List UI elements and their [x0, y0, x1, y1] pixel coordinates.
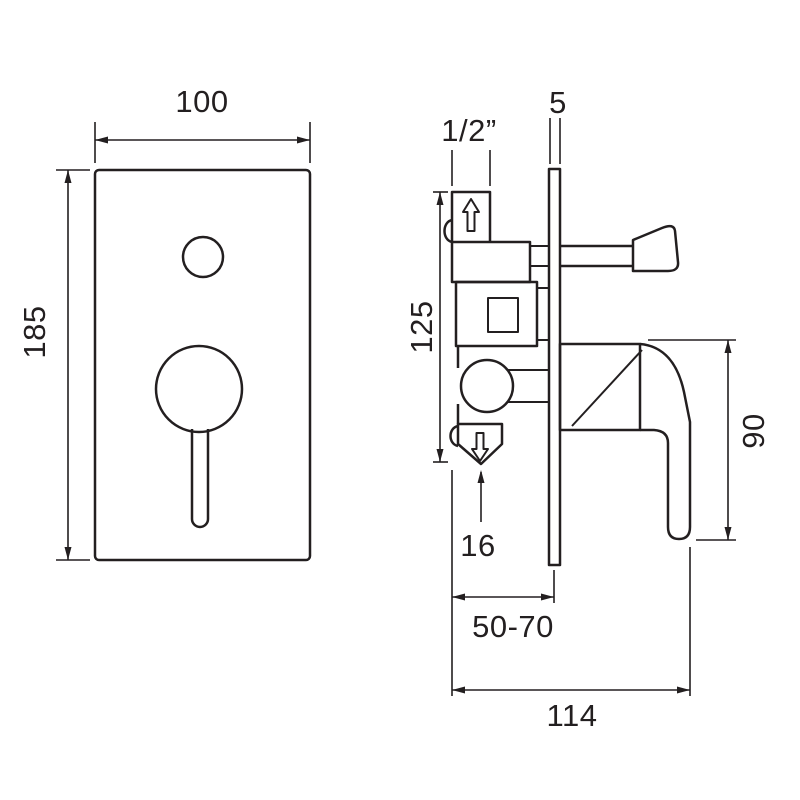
dim-outlet-offset: 16	[460, 470, 495, 563]
mount-clip	[443, 218, 453, 244]
dim-body-height-label: 125	[404, 300, 439, 353]
dim-width: 100	[94, 84, 311, 163]
diverter-knob	[560, 224, 680, 273]
dim-handle-length-label: 90	[736, 413, 771, 448]
handle-hub	[558, 342, 642, 432]
dim-recess-depth-label: 50-70	[472, 609, 554, 644]
dim-total-depth-label: 114	[547, 698, 598, 733]
dim-outlet-offset-label: 16	[460, 528, 495, 563]
faceplate-edge	[547, 167, 562, 567]
bottom-outlet	[456, 422, 504, 466]
handle-lever	[190, 429, 210, 529]
flow-down-arrow-icon	[471, 432, 489, 462]
arrowhead-icon	[452, 593, 465, 601]
dim-thread: 1/2”	[441, 113, 496, 186]
upper-block	[450, 240, 532, 284]
hub-detail-line	[571, 349, 643, 427]
arrowhead-icon	[95, 136, 108, 144]
arrowhead-icon	[436, 449, 444, 462]
arrowhead-icon	[297, 136, 310, 144]
arrowhead-icon	[677, 686, 690, 694]
dim-height: 185	[17, 169, 90, 561]
arrowhead-icon	[724, 340, 732, 353]
dim-plate-thickness: 5	[549, 85, 567, 164]
mixer-handle	[558, 342, 692, 541]
front-view: 100 185	[17, 84, 312, 562]
cartridge-block	[454, 280, 539, 348]
arrowhead-icon	[436, 192, 444, 205]
arrowhead-icon	[64, 547, 72, 560]
flow-up-arrow-icon	[462, 198, 480, 232]
handle-base	[154, 344, 244, 434]
top-port	[450, 190, 492, 242]
faceplate-outline	[93, 168, 312, 562]
arrowhead-icon	[64, 170, 72, 183]
valve-chamber	[459, 358, 515, 414]
mount-clip	[449, 424, 459, 448]
dim-plate-thickness-label: 5	[549, 85, 567, 120]
dim-handle-length: 90	[648, 339, 771, 541]
arrowhead-icon	[477, 470, 485, 483]
dim-height-label: 185	[17, 305, 52, 358]
valve-body	[443, 190, 549, 466]
dim-thread-label: 1/2”	[441, 113, 496, 148]
arrowhead-icon	[724, 527, 732, 540]
dim-total-depth: 114	[452, 547, 691, 733]
dim-recess-depth: 50-70	[451, 470, 555, 696]
dim-body-height: 125	[404, 191, 448, 463]
handle-lever-side	[639, 342, 692, 541]
dim-width-label: 100	[175, 84, 228, 119]
diverter-button	[181, 235, 225, 279]
arrowhead-icon	[452, 686, 465, 694]
arrowhead-icon	[541, 593, 554, 601]
side-view: 1/2” 5 125 16	[404, 85, 771, 733]
cartridge-inner	[487, 297, 519, 333]
knob-grip	[631, 224, 680, 273]
